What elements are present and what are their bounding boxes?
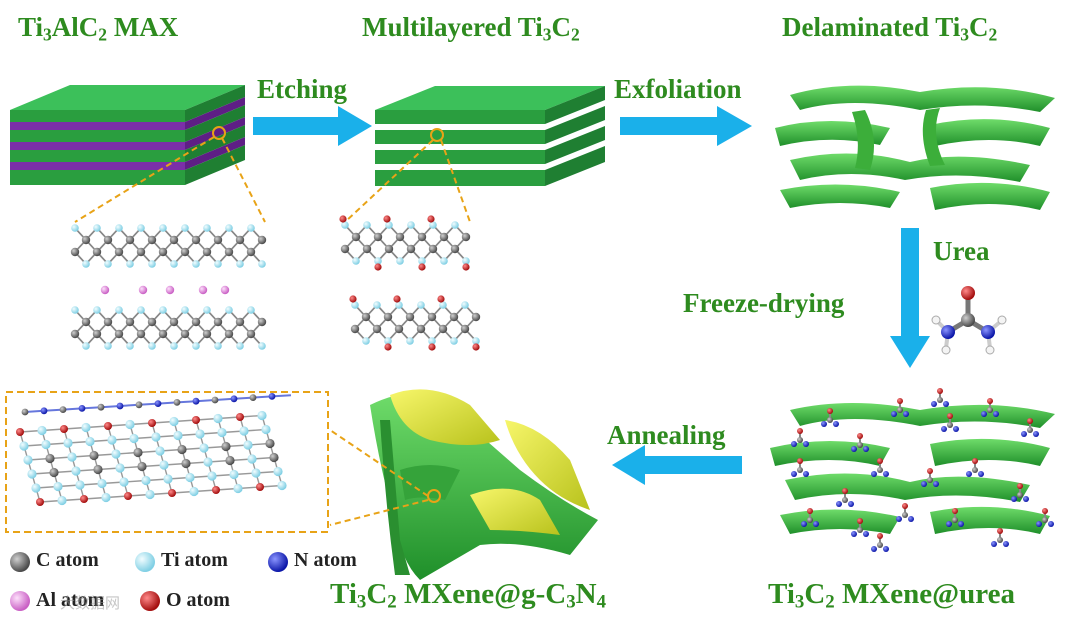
urea-molecule bbox=[931, 286, 1007, 355]
arrow-annealing bbox=[612, 445, 742, 485]
max-zoom-circle bbox=[212, 126, 226, 140]
legend-o-atom: O atom bbox=[166, 589, 230, 611]
step-exfoliation: Exfoliation bbox=[614, 74, 742, 104]
arrow-urea bbox=[890, 228, 930, 368]
step-annealing: Annealing bbox=[607, 420, 726, 450]
title-mxene-urea: Ti3C2 MXene@urea bbox=[768, 578, 1015, 613]
zoom-box bbox=[5, 391, 329, 533]
arrow-etching bbox=[253, 106, 372, 146]
legend-n-sphere bbox=[268, 552, 288, 572]
mxene-atomic-structure bbox=[339, 215, 481, 351]
title-mxene-gcn: Ti3C2 MXene@g-C3N4 bbox=[330, 578, 606, 613]
multilayer-zoom-circle bbox=[430, 128, 444, 142]
gcn-composite-sheets bbox=[329, 389, 598, 580]
legend-c-sphere bbox=[10, 552, 30, 572]
arrow-exfoliation bbox=[620, 106, 752, 146]
legend-ti-atom: Ti atom bbox=[161, 549, 228, 571]
title-delaminated: Delaminated Ti3C2 bbox=[782, 12, 998, 45]
multilayer-block bbox=[344, 86, 605, 223]
step-etching: Etching bbox=[257, 74, 348, 104]
delaminated-sheets bbox=[775, 85, 1055, 210]
max-phase-block bbox=[10, 85, 266, 223]
legend-ti-sphere bbox=[135, 552, 155, 572]
gcn-atomic-structure bbox=[16, 393, 292, 506]
max-atomic-structure bbox=[70, 224, 267, 350]
legend-c-atom: C atom bbox=[36, 549, 99, 571]
title-multilayer: Multilayered Ti3C2 bbox=[362, 12, 580, 45]
watermark: 大数据网 bbox=[60, 594, 121, 612]
mxene-urea-sheets bbox=[770, 388, 1055, 552]
legend-al-sphere bbox=[10, 591, 30, 611]
legend-n-atom: N atom bbox=[294, 549, 357, 571]
legend-al-atom: Al atom bbox=[36, 589, 105, 611]
legend-o-sphere bbox=[140, 591, 160, 611]
title-max: Ti3AlC2 MAX bbox=[18, 12, 179, 45]
step-urea: Urea bbox=[933, 236, 990, 266]
step-freeze-drying: Freeze-drying bbox=[683, 288, 845, 318]
